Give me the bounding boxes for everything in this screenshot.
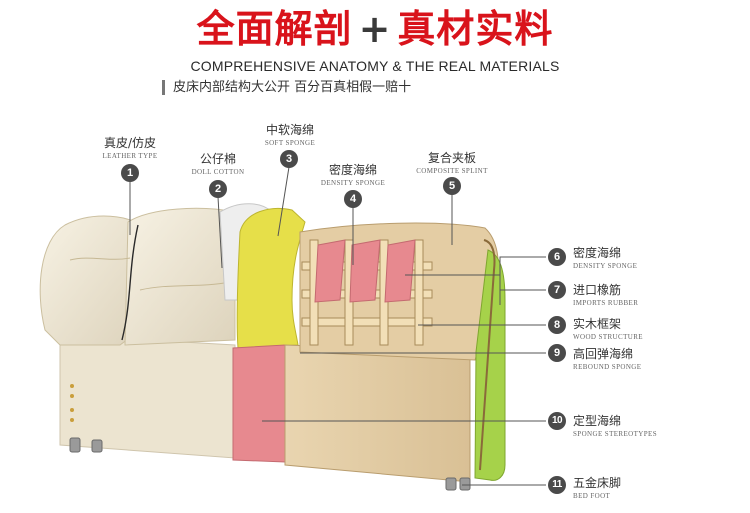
label-soft-sponge: 中软海绵 SOFT SPONGE xyxy=(250,121,330,147)
label-cn: 复合夹板 xyxy=(427,151,476,165)
label-wood-structure: 实木框架 WOOD STRUCTURE xyxy=(573,315,643,341)
label-en: SOFT SPONGE xyxy=(264,139,316,147)
subtitle-english: COMPREHENSIVE ANATOMY & THE REAL MATERIA… xyxy=(190,58,560,74)
title-right: 真材实料 xyxy=(397,7,554,51)
label-leather-type: 真皮/仿皮 LEATHER TYPE xyxy=(85,134,175,160)
badge-5: 5 xyxy=(443,177,461,195)
label-composite-splint: 复合夹板 COMPOSITE SPLINT xyxy=(407,149,497,175)
subtitle-chinese: 皮床内部结构大公开 百分百真相假一赔十 xyxy=(162,80,411,95)
badge-2: 2 xyxy=(209,180,227,198)
label-cn: 密度海绵 xyxy=(573,246,622,260)
density-sponge-strips xyxy=(314,239,416,303)
decorative-nails xyxy=(70,384,74,422)
label-en: WOOD STRUCTURE xyxy=(573,333,643,341)
label-en: LEATHER TYPE xyxy=(102,152,158,160)
leather-cushion-mid xyxy=(124,207,236,346)
label-en: BED FOOT xyxy=(573,492,611,500)
page-title: 全面解剖+真材实料 xyxy=(0,6,750,52)
leather-seam xyxy=(121,224,139,341)
label-cn: 进口橡筋 xyxy=(573,283,622,297)
label-en: REBOUND SPONGE xyxy=(573,363,642,371)
label-cn: 高回弹海绵 xyxy=(573,347,634,361)
label-cn: 真皮/仿皮 xyxy=(103,136,157,150)
label-doll-cotton: 公仔棉 DOLL COTTON xyxy=(178,150,258,176)
badge-8: 8 xyxy=(548,316,566,334)
badge-3: 3 xyxy=(280,150,298,168)
title-left: 全面解剖 xyxy=(196,7,353,51)
title-plus: + xyxy=(358,7,392,51)
label-cn: 公仔棉 xyxy=(199,152,236,166)
label-cn: 中软海绵 xyxy=(265,123,314,137)
label-density-sponge-top: 密度海绵 DENSITY SPONGE xyxy=(313,161,393,187)
badge-9: 9 xyxy=(548,344,566,362)
label-cn: 密度海绵 xyxy=(328,163,377,177)
label-cn: 定型海绵 xyxy=(573,414,622,428)
badge-4: 4 xyxy=(344,190,362,208)
soft-sponge-layer xyxy=(236,207,306,349)
label-imports-rubber: 进口橡筋 IMPORTS RUBBER xyxy=(573,281,638,307)
label-en: SPONGE STEREOTYPES xyxy=(573,430,658,438)
badge-7: 7 xyxy=(548,281,566,299)
bed-feet xyxy=(69,437,471,491)
label-en: DOLL COTTON xyxy=(191,168,245,176)
badge-11: 11 xyxy=(548,476,566,494)
badge-1: 1 xyxy=(121,164,139,182)
label-en: DENSITY SPONGE xyxy=(573,262,638,270)
label-sponge-stereotypes: 定型海绵 SPONGE STEREOTYPES xyxy=(573,412,657,438)
leather-base xyxy=(59,334,236,459)
brown-edge-border xyxy=(479,239,496,471)
label-en: DENSITY SPONGE xyxy=(320,179,386,187)
leather-fold xyxy=(139,281,231,291)
label-cn: 实木框架 xyxy=(573,317,622,331)
density-sponge-lower xyxy=(232,344,286,463)
label-rebound-sponge: 高回弹海绵 REBOUND SPONGE xyxy=(573,345,641,371)
label-en: IMPORTS RUBBER xyxy=(573,299,639,307)
leather-fold xyxy=(69,257,131,261)
label-bed-foot: 五金床脚 BED FOOT xyxy=(573,474,621,500)
badge-10: 10 xyxy=(548,412,566,430)
label-cn: 五金床脚 xyxy=(573,476,622,490)
label-density-sponge-right: 密度海绵 DENSITY SPONGE xyxy=(573,244,637,270)
leader-lines-right xyxy=(262,256,546,486)
badge-6: 6 xyxy=(548,248,566,266)
composite-splint-panel xyxy=(284,344,471,483)
leader-lines-top xyxy=(129,166,453,269)
label-en: COMPOSITE SPLINT xyxy=(416,167,488,175)
